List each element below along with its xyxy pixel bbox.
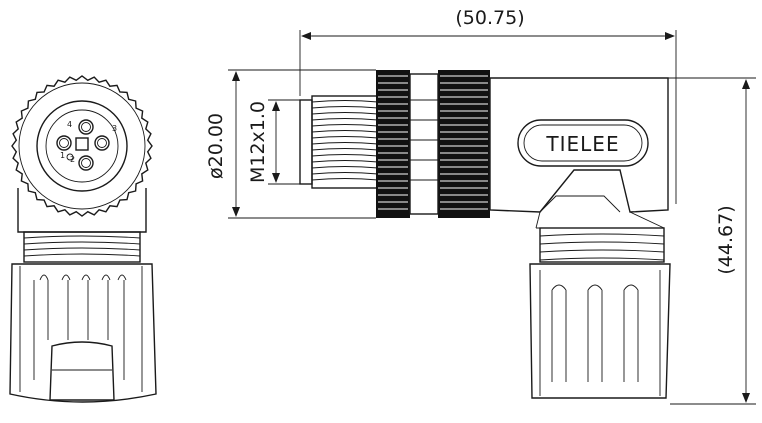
nut-inner-ring bbox=[18, 82, 146, 210]
height-dimension: (44.67) bbox=[715, 205, 737, 274]
coupling-rings bbox=[376, 70, 490, 218]
length-dimension: (50.75) bbox=[455, 7, 524, 29]
knurled-ring bbox=[11, 75, 153, 217]
brand-logo: TIELEE bbox=[545, 132, 619, 156]
pin-label: 4 bbox=[67, 120, 72, 129]
gland-nut bbox=[9, 263, 157, 403]
thread-dimension: M12x1.0 bbox=[247, 101, 269, 183]
side-gland-nut bbox=[529, 263, 671, 399]
pin-label: 2 bbox=[70, 155, 75, 164]
dimension-lines: (50.75) ø20.00 M12x1.0 (44.67) bbox=[205, 7, 756, 405]
elbow-body bbox=[17, 188, 147, 233]
diameter-dimension: ø20.00 bbox=[205, 113, 227, 179]
side-view: TIELEE bbox=[299, 70, 677, 399]
pin-contacts: 4 3 1 2 bbox=[56, 119, 117, 171]
pin-label: 1 bbox=[60, 151, 65, 160]
end-view: 4 3 1 2 bbox=[9, 75, 157, 403]
socket-face bbox=[36, 100, 128, 192]
pin-label: 3 bbox=[112, 124, 117, 133]
lower-thread bbox=[539, 227, 665, 263]
thread-shank bbox=[299, 95, 379, 189]
thread-section bbox=[23, 231, 141, 263]
logo-plate bbox=[517, 119, 649, 167]
elbow-housing: TIELEE bbox=[489, 77, 677, 229]
socket-insert bbox=[45, 109, 119, 183]
